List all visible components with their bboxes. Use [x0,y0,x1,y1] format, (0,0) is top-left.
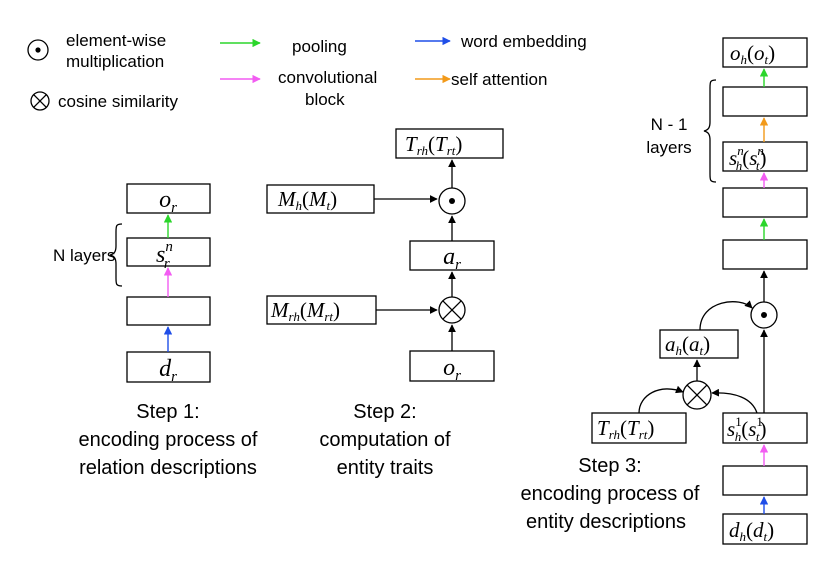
step3-label-a-h: ah(at) [665,332,710,358]
legend-conv-label-line2: block [305,90,345,109]
step3-label-d-h: dh(dt) [729,518,774,544]
step3-box-d-h [722,513,808,545]
step3-arrow-s1-to-otimes [711,388,758,414]
step3-box-conv [722,187,808,218]
step3-arrow-a-to-odot [699,300,753,331]
legend-elementwise-label-line2: multiplication [66,52,164,71]
step2-elementwise-node-dot [449,198,455,204]
step3-layers-label-line2: layers [646,138,691,157]
legend-pooling-label: pooling [292,37,347,56]
step2-box-a-r [409,240,495,271]
step2-box-o-r [409,350,495,382]
legend-elementwise-icon [27,39,49,61]
step3-caption-line3: entity descriptions [526,511,686,533]
step3-label-o-h: oh(ot) [730,41,775,67]
step3-layers-brace [703,79,717,183]
step2-box-M-h [266,184,375,214]
step1-layers-label: N layers [53,246,115,265]
step2-caption: Step 2: computation of entity traits [319,401,451,479]
step1-caption-line1: Step 1: [136,401,199,423]
legend-cosine-icon [30,91,50,111]
step3-box-o-h [722,37,808,68]
step2-box-M-rh [266,295,377,325]
legend-self-attention-label: self attention [451,70,547,89]
legend-elementwise-icon-dot [35,47,41,53]
step3-cosine-node [682,380,712,410]
legend-conv-label-line1: convolutional [278,68,377,87]
step2-caption-line1: Step 2: [353,401,416,423]
step3-box-attention [722,86,808,117]
step3-layers-label-line1: N - 1 [651,115,688,134]
step2-caption-line2: computation of [319,429,451,451]
step2-box-T-rh [395,128,504,159]
step3-arrow-T-to-otimes [638,385,684,414]
step3-box-embedding [722,465,808,496]
step2-label-T-rh: Trh(Trt) [405,132,462,158]
step1-caption: Step 1: encoding process of relation des… [78,401,257,479]
step1-box-o-r [126,183,211,214]
legend: element-wise multiplication cosine simil… [27,31,587,111]
step1-caption-line2: encoding process of [78,429,257,451]
step1-layers-brace [109,223,123,287]
step3-caption: Step 3: encoding process of entity descr… [520,455,699,533]
step2-cosine-node [438,296,466,324]
step3-box-pool [722,239,808,270]
step3-elementwise-node-dot [761,312,767,318]
step1-caption-line3: relation descriptions [79,457,257,479]
legend-word-embedding-label: word embedding [460,32,587,51]
step2-label-M-h: Mh(Mt) [277,187,337,213]
legend-elementwise-label-line1: element-wise [66,31,166,50]
legend-cosine-label: cosine similarity [58,92,178,111]
step3-caption-line2: encoding process of [520,483,699,505]
step3-box-s-h-n [722,141,808,172]
step1-box-d-r [126,351,211,383]
step2-caption-line3: entity traits [337,457,434,479]
step3-box-s-h-1 [722,412,808,444]
step2-diagram: Trh(Trt) Mh(Mt) ar Mrh(Mrt) or Ste [266,128,504,479]
step3-caption-line1: Step 3: [578,455,641,477]
step1-box-s-r-n [126,237,211,267]
step1-box-conv-block [126,296,211,326]
step3-label-T-rh: Trh(Trt) [597,416,654,442]
step3-box-a-h [659,329,739,359]
